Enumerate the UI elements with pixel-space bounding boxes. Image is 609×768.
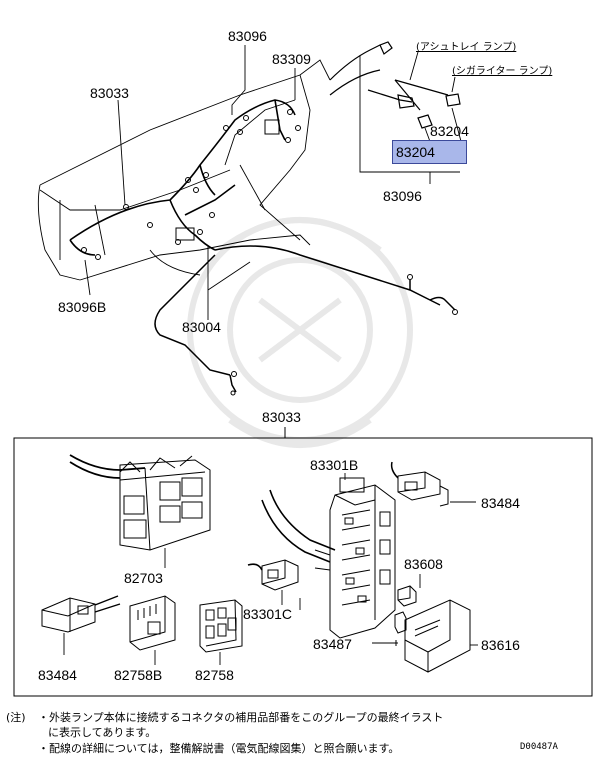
label-83309[interactable]: 83309: [272, 51, 311, 67]
dashboard-outline: [37, 59, 331, 281]
connector-83484-left: [41, 595, 121, 633]
note-prefix: (注): [6, 711, 26, 724]
floor-harness: [154, 245, 456, 393]
top-leaders: [84, 45, 296, 320]
relay-83608: [397, 585, 417, 607]
diagram-code: D00487A: [520, 742, 558, 752]
label-82758b[interactable]: 82758B: [114, 667, 163, 683]
watermark-logo: [187, 217, 413, 448]
dashboard-harness: [69, 99, 296, 256]
lamp-harness: [329, 41, 461, 129]
label-83033-section[interactable]: 83033: [262, 409, 301, 425]
label-83096-top[interactable]: 83096: [228, 28, 267, 44]
floor-connectors: [230, 274, 458, 396]
label-82703[interactable]: 82703: [124, 570, 163, 586]
connector-83484-right: [390, 461, 449, 507]
label-83004[interactable]: 83004: [182, 319, 221, 335]
part-83487: [394, 611, 407, 646]
label-83204-upper[interactable]: 83204: [430, 123, 469, 139]
label-83616[interactable]: 83616: [481, 637, 520, 653]
label-83484-right[interactable]: 83484: [481, 495, 520, 511]
relay-82758: [199, 599, 243, 653]
control-unit-83616: [404, 599, 471, 673]
lower-section-frame: [13, 427, 593, 697]
label-83484-left[interactable]: 83484: [38, 667, 77, 683]
relay-box-82703: [69, 454, 211, 551]
label-83608[interactable]: 83608: [404, 556, 443, 572]
note-line-1: ・外装ランプ本体に接続するコネクタの補用品部番をこのグループの最終イラスト: [38, 711, 444, 724]
label-83301c[interactable]: 83301C: [243, 606, 293, 622]
label-83033-top[interactable]: 83033: [90, 85, 129, 101]
junction-block-83301b: [261, 477, 396, 639]
label-83204-highlighted[interactable]: 83204: [396, 144, 435, 160]
label-82758[interactable]: 82758: [195, 667, 234, 683]
label-83487[interactable]: 83487: [313, 636, 352, 652]
relay-82758b: [129, 595, 176, 651]
label-83096b[interactable]: 83096B: [58, 299, 107, 315]
dash-connectors: [81, 109, 301, 260]
connector-83301c: [247, 559, 299, 591]
label-cigar-lamp: (シガライター ランプ): [452, 66, 553, 77]
highlight-box: [392, 140, 467, 164]
label-83301b[interactable]: 83301B: [310, 457, 359, 473]
note-line-2: に表示してあります。: [48, 726, 157, 739]
lamp-leaders: [359, 51, 463, 184]
label-83096-right[interactable]: 83096: [383, 188, 422, 204]
label-ashtray-lamp: (アシュトレイ ランプ): [416, 42, 517, 53]
note-line-3: ・配線の詳細については，整備解説書（電気配線図集）と照合願います。: [38, 742, 400, 755]
